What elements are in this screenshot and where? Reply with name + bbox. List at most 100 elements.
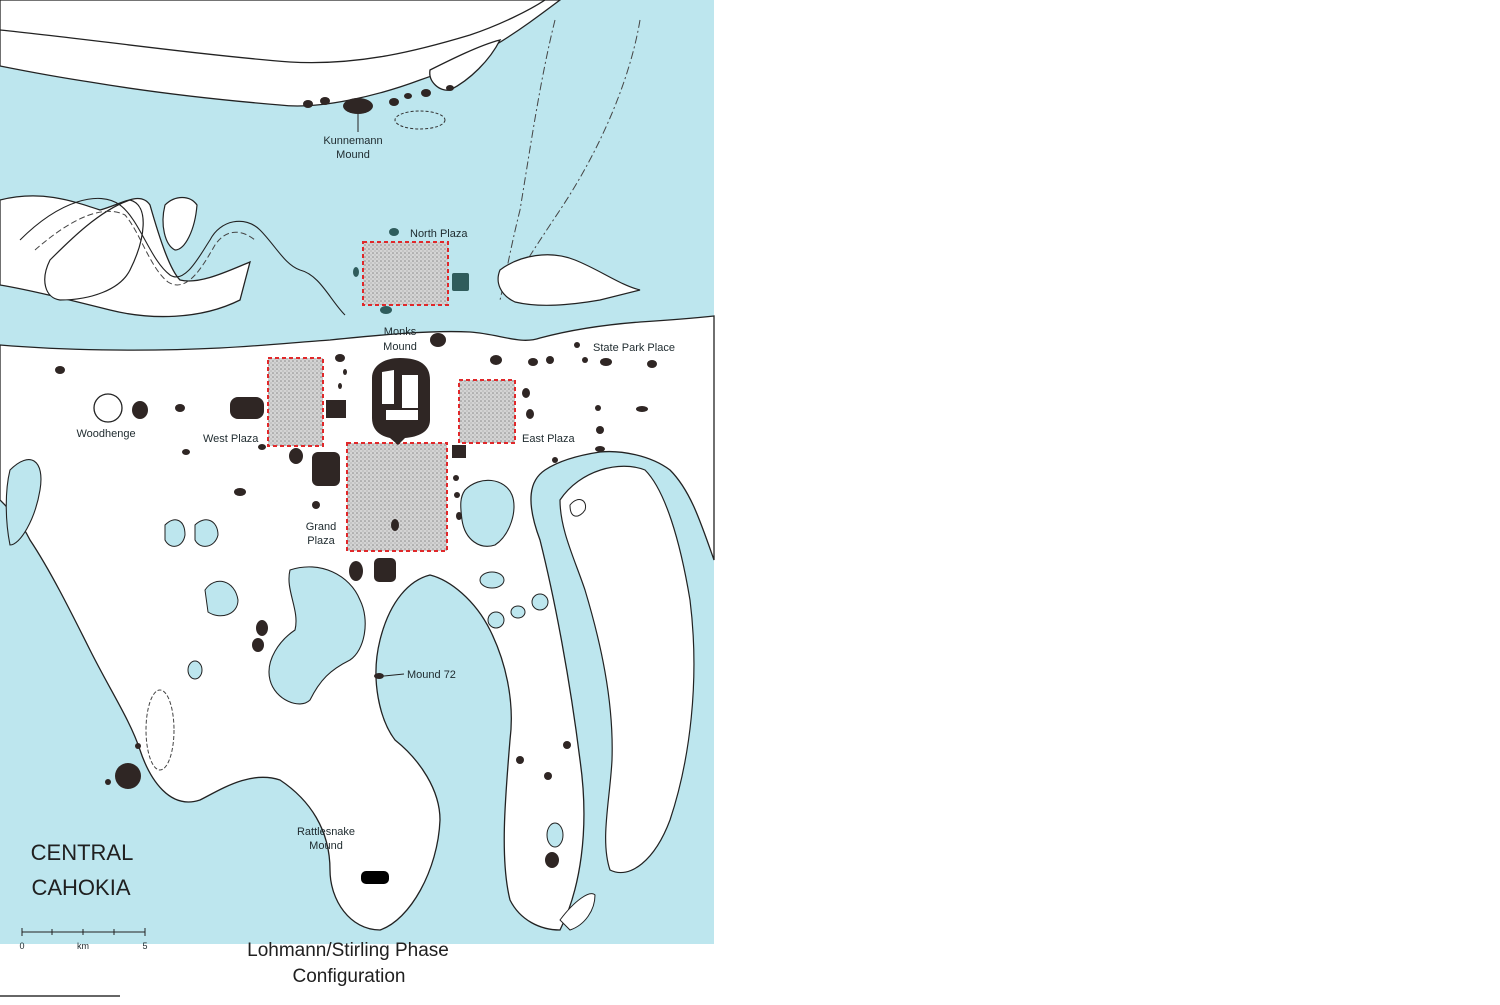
label-grand-1: Grand — [306, 521, 337, 533]
mound — [389, 98, 399, 106]
mound — [320, 97, 330, 105]
mound — [544, 772, 552, 780]
mound — [105, 779, 111, 785]
east-small-island — [569, 499, 587, 517]
mound — [289, 448, 303, 464]
rattlesnake-mound — [361, 871, 389, 884]
mound — [335, 354, 345, 362]
mound — [430, 333, 446, 347]
scale-end-label: 5 — [142, 941, 147, 951]
mound — [574, 342, 580, 348]
label-state-park: State Park Place — [593, 342, 675, 354]
meander-channel-dashed — [34, 210, 256, 286]
mound — [312, 452, 340, 486]
mound — [374, 558, 396, 582]
lake-east-inner — [460, 479, 515, 547]
west-oxbow — [44, 199, 144, 301]
lake-oval-2 — [487, 611, 505, 629]
mound — [526, 409, 534, 419]
label-rattlesnake-2: Mound — [309, 840, 343, 852]
lake-oval-4 — [510, 605, 526, 619]
mound — [404, 93, 412, 99]
mound — [338, 383, 342, 389]
lake-oval-3 — [531, 593, 549, 611]
dashed-oval-sw — [145, 689, 175, 771]
label-monks-2: Mound — [383, 341, 417, 353]
monks-mound — [372, 358, 430, 445]
mounds — [55, 85, 657, 884]
mound — [132, 401, 148, 419]
label-kunnemann-2: Mound — [336, 149, 370, 161]
label-north-plaza: North Plaza — [410, 228, 468, 240]
mound72-leader — [383, 673, 405, 677]
mound — [303, 100, 313, 108]
north-river-line — [0, 0, 546, 64]
label-east-plaza: East Plaza — [522, 433, 575, 445]
mound — [453, 475, 459, 481]
grand-plaza-area — [346, 442, 448, 552]
monks-mound-terrace-3 — [386, 410, 418, 420]
label-woodhenge: Woodhenge — [76, 428, 135, 440]
mound — [55, 366, 65, 374]
mound — [258, 444, 266, 450]
map-title-line1: CENTRAL — [31, 840, 134, 865]
east-south-island — [559, 893, 596, 931]
mound — [490, 355, 502, 365]
mound — [446, 85, 454, 91]
mound — [326, 400, 346, 418]
mound — [421, 89, 431, 97]
scale-unit-label: km — [77, 941, 89, 951]
lake-oval-1 — [479, 571, 505, 589]
lake-central-south — [268, 566, 366, 705]
monks-mound-terrace — [382, 370, 394, 404]
mound — [234, 488, 246, 496]
mound — [546, 356, 554, 364]
mound — [380, 306, 392, 314]
scale-start-label: 0 — [19, 941, 24, 951]
east-strip — [559, 465, 695, 874]
mound — [516, 756, 524, 764]
mound — [522, 388, 530, 398]
lake-oval-6 — [546, 822, 564, 848]
mound — [454, 492, 460, 498]
mound — [545, 852, 559, 868]
north-dashed-oval — [394, 110, 446, 130]
mound — [552, 457, 558, 463]
mound — [596, 426, 604, 434]
scale-bar — [21, 928, 146, 936]
mound — [636, 406, 648, 412]
mound — [391, 519, 399, 531]
mound — [230, 397, 264, 419]
mound-72 — [374, 673, 384, 679]
west-plaza-area — [267, 357, 324, 447]
monks-mound-terrace-2 — [402, 375, 418, 408]
mound — [115, 763, 141, 789]
lake-west — [5, 459, 42, 546]
east-plaza-area — [458, 379, 516, 444]
mound — [600, 358, 612, 366]
east-land-north — [497, 254, 641, 306]
lake-oval-5 — [187, 660, 203, 680]
mound — [256, 620, 268, 636]
lake-small-1 — [164, 519, 186, 547]
map-title-line2: CAHOKIA — [31, 875, 130, 900]
north-plaza-area — [362, 241, 449, 306]
label-monks-1: Monks — [384, 326, 417, 338]
mound — [343, 369, 347, 375]
mound — [595, 446, 605, 452]
west-oxbow-2 — [162, 196, 198, 251]
caption-line2: Configuration — [292, 966, 405, 987]
mound — [353, 267, 359, 277]
kunnemann-mound — [343, 98, 373, 114]
label-kunnemann-1: Kunnemann — [323, 135, 382, 147]
mound — [312, 501, 320, 509]
woodhenge-circle — [93, 393, 123, 423]
lake-small-3 — [204, 580, 239, 617]
label-mound72: Mound 72 — [407, 669, 456, 681]
mound — [252, 638, 264, 652]
label-rattlesnake-1: Rattlesnake — [297, 826, 355, 838]
label-west-plaza: West Plaza — [203, 433, 259, 445]
mound — [528, 358, 538, 366]
